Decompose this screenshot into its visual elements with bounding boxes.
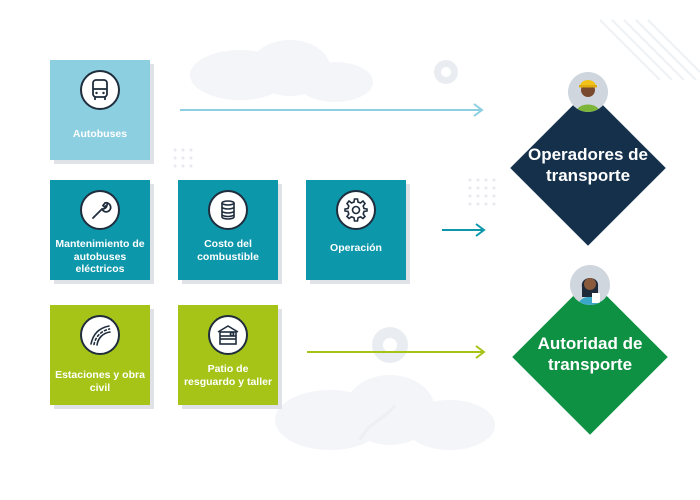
road-icon (80, 315, 120, 355)
target-operadores: Operadores de transporte (508, 88, 668, 248)
tile-label: Operación (330, 242, 382, 254)
target-label: Operadores de transporte (528, 145, 648, 185)
tile-label: Costo del combustible (197, 238, 259, 263)
tile-costo: Costo del combustible (178, 180, 282, 284)
tile-mantenimiento: Mantenimiento de autobuses eléctricos (50, 180, 154, 284)
wrench-icon (80, 190, 120, 230)
arrow-patio (307, 345, 486, 359)
arrow-operacion (442, 223, 486, 237)
tile-face: Operación (306, 180, 406, 280)
tile-face: Patio de resguardo y taller (178, 305, 278, 405)
tile-label: Estaciones y obra civil (55, 369, 145, 394)
target-label: Autoridad de transporte (537, 334, 643, 374)
tile-face: Mantenimiento de autobuses eléctricos (50, 180, 150, 280)
gear-icon (336, 190, 376, 230)
tile-label: Patio de resguardo y taller (183, 363, 273, 388)
target-autoridad: Autoridad de transporte (510, 277, 670, 437)
tile-operacion: Operación (306, 180, 410, 284)
tile-label: Mantenimiento de autobuses eléctricos (55, 238, 145, 275)
tile-estaciones: Estaciones y obra civil (50, 305, 154, 409)
coins-icon (208, 190, 248, 230)
tile-face: Costo del combustible (178, 180, 278, 280)
arrow-autobuses (180, 103, 484, 117)
tile-patio: Patio de resguardo y taller (178, 305, 282, 409)
bus-icon (80, 70, 120, 110)
tile-label: Autobuses (72, 128, 128, 140)
tile-face: Estaciones y obra civil (50, 305, 150, 405)
tile-face: Autobuses (50, 60, 150, 160)
authority-avatar (570, 265, 610, 305)
garage-icon (208, 315, 248, 355)
tile-autobuses: Autobuses (50, 60, 154, 164)
operator-avatar (568, 72, 608, 112)
